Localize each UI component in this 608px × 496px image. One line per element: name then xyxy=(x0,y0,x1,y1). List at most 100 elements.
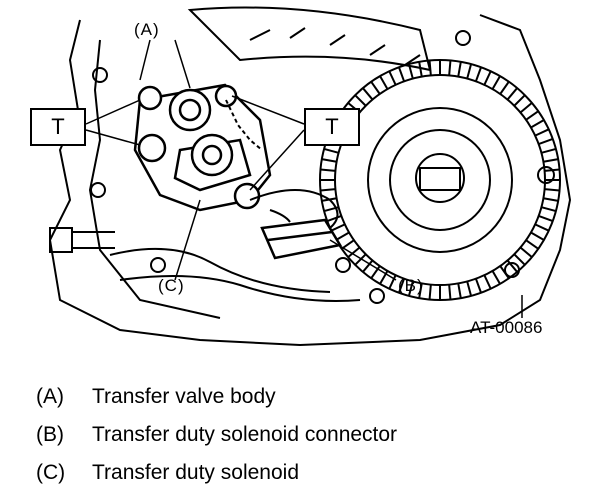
valve-bolt xyxy=(214,84,238,108)
gear-tooth xyxy=(506,87,518,101)
transfer-duty-solenoid xyxy=(173,133,252,192)
gear-tooth xyxy=(362,87,374,101)
leader-b xyxy=(329,239,397,281)
gear-tooth xyxy=(499,81,510,95)
gear-tooth xyxy=(530,119,545,129)
gear-tooth xyxy=(491,75,501,90)
case-bolt-hole xyxy=(150,257,166,273)
torque-mark-left: T xyxy=(30,108,86,146)
gear-tooth xyxy=(341,239,355,250)
gear-tooth xyxy=(541,206,557,213)
gear-tooth xyxy=(530,231,545,241)
side-bolt xyxy=(49,227,115,253)
gear-tooth xyxy=(543,158,559,163)
case-outline xyxy=(48,14,572,347)
gear-tooth xyxy=(330,223,346,232)
figure-code: AT-00086 xyxy=(470,318,543,337)
gear-tooth xyxy=(448,284,452,300)
gear-tooth xyxy=(379,75,389,90)
gear-tooth xyxy=(519,102,533,114)
gear-tooth xyxy=(320,188,336,192)
gear-tooth xyxy=(388,274,397,290)
gear-tooth xyxy=(474,66,482,82)
gear-tooth xyxy=(538,138,554,146)
gear-tooth xyxy=(388,70,397,86)
gear-tooth xyxy=(519,246,533,258)
case-bolt-hole xyxy=(369,288,385,304)
callout-c: (C) xyxy=(158,276,185,295)
leader-t-left xyxy=(85,99,141,146)
gear-tooth xyxy=(418,283,423,299)
gear-tooth xyxy=(491,270,501,285)
case-bolt-hole xyxy=(90,182,106,198)
valve-bolt xyxy=(137,133,167,163)
gear-tooth xyxy=(428,284,432,300)
gear-tooth xyxy=(379,270,389,285)
gear-tooth xyxy=(483,70,492,86)
gear-tooth xyxy=(321,158,337,163)
gear-tooth xyxy=(323,147,339,154)
gear-tooth xyxy=(474,278,482,294)
gear-tooth xyxy=(320,168,336,172)
legend-text: Transfer valve body xyxy=(92,385,276,408)
gear-tooth xyxy=(428,60,432,76)
gear-tooth xyxy=(506,259,518,273)
valve-chain xyxy=(225,99,263,151)
gear-tooth xyxy=(418,61,423,77)
legend-key: (C) xyxy=(36,461,66,484)
legend-key: (A) xyxy=(36,385,64,408)
gear-tooth xyxy=(538,214,554,222)
gear-tooth xyxy=(347,246,361,258)
gear-tooth xyxy=(466,281,473,297)
legend-item: (B) Transfer duty solenoid connector xyxy=(36,416,576,454)
gear-tooth xyxy=(525,110,539,121)
gear-tooth xyxy=(513,94,526,107)
gear-tooth xyxy=(407,63,414,79)
legend-text: Transfer duty solenoid connector xyxy=(92,423,398,446)
torque-mark-right: T xyxy=(304,108,360,146)
ring-gear-teeth xyxy=(320,60,560,300)
gear-tooth xyxy=(398,278,406,294)
case-bolt-hole xyxy=(537,166,555,184)
gear-tooth xyxy=(448,60,452,76)
hub-nut xyxy=(415,153,465,203)
gear-tooth xyxy=(525,239,539,250)
legend-item: (C) Transfer duty solenoid xyxy=(36,454,576,492)
callout-b: (B) xyxy=(398,276,424,295)
leader-a xyxy=(139,39,191,89)
ring-gear-inner xyxy=(334,74,546,286)
gear-tooth xyxy=(543,197,559,202)
gear-tooth xyxy=(544,188,560,192)
solenoid-connector xyxy=(260,218,342,260)
gear-tooth xyxy=(534,128,550,137)
gear-tooth xyxy=(370,265,381,279)
leader-c xyxy=(174,199,201,281)
gear-tooth xyxy=(457,283,462,299)
gear-tooth xyxy=(354,94,367,107)
gear-tooth xyxy=(534,223,550,232)
gear-tooth xyxy=(513,253,526,266)
upper-gear-housing xyxy=(187,6,432,72)
callout-a: (A) xyxy=(134,20,160,39)
legend: (A) Transfer valve body (B) Transfer dut… xyxy=(36,378,576,492)
legend-text: Transfer duty solenoid xyxy=(92,461,299,484)
gear-tooth xyxy=(398,66,406,82)
gear-tooth xyxy=(335,231,350,241)
gear-tooth xyxy=(326,214,342,222)
valve-bolt xyxy=(233,182,261,210)
gear-tooth xyxy=(370,81,381,95)
ring-gear-hub xyxy=(367,107,513,253)
gear-tooth xyxy=(354,253,367,266)
case-bolt-hole xyxy=(92,67,108,83)
case-bolt-hole xyxy=(504,262,520,278)
gear-tooth xyxy=(362,259,374,273)
legend-key: (B) xyxy=(36,423,64,446)
legend-item: (A) Transfer valve body xyxy=(36,378,576,416)
gear-tooth xyxy=(466,63,473,79)
gear-tooth xyxy=(541,147,557,154)
gear-tooth xyxy=(407,281,414,297)
gear-tooth xyxy=(457,61,462,77)
transmission-diagram xyxy=(48,6,572,347)
solenoid-wire xyxy=(249,189,339,229)
case-bolt-hole xyxy=(455,30,471,46)
